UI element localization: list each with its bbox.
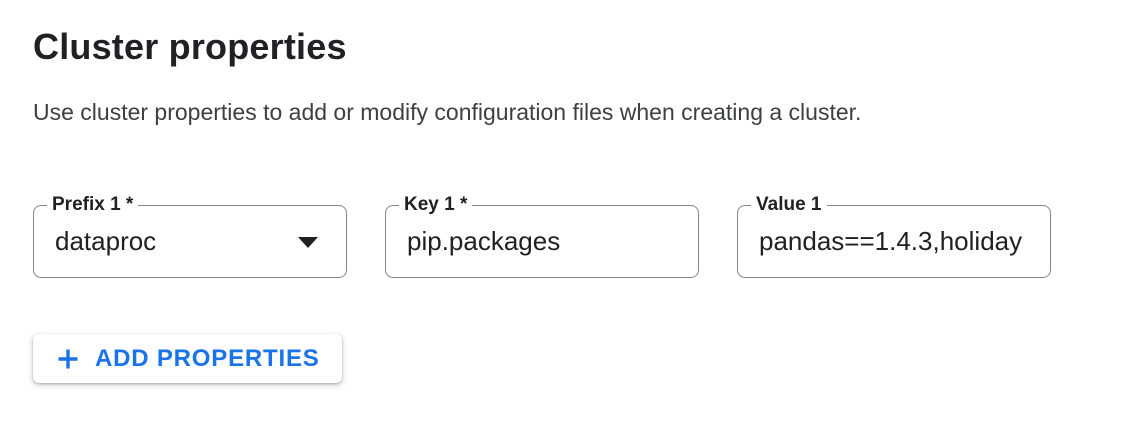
prefix-select[interactable]: Prefix 1 * dataproc [33, 194, 347, 278]
value-label: Value 1 [751, 194, 827, 216]
page-description: Use cluster properties to add or modify … [33, 99, 862, 125]
value-input[interactable] [738, 206, 1050, 277]
value-field-group: Value 1 [737, 194, 1051, 278]
prefix-label: Prefix 1 * [47, 194, 139, 216]
property-row: Prefix 1 * dataproc Key 1 * Value 1 [33, 194, 1122, 278]
add-properties-label: ADD PROPERTIES [95, 344, 320, 372]
key-field-group: Key 1 * [385, 194, 699, 278]
add-properties-button[interactable]: ADD PROPERTIES [33, 334, 342, 383]
page-title: Cluster properties [33, 26, 347, 67]
key-label: Key 1 * [399, 194, 473, 216]
plus-icon [58, 349, 78, 368]
key-input[interactable] [386, 206, 698, 277]
prefix-selected-value: dataproc [55, 226, 157, 256]
dropdown-arrow-icon [298, 236, 318, 248]
